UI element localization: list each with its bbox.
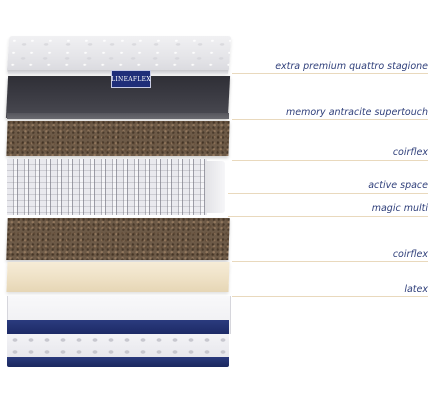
label-memory: memory antracite supertouch [285, 107, 428, 118]
label-magic-multi: magic multi [371, 203, 428, 214]
base-quilted-side [7, 334, 229, 358]
brand-logo-text: LINEAFLEX [111, 75, 151, 83]
base-blue-band-top [7, 320, 229, 334]
cover-layer [6, 36, 232, 73]
leader-line-memory [232, 119, 428, 120]
label-coirflex-top: coirflex [392, 147, 428, 158]
label-active-space: active space [368, 180, 428, 191]
label-latex: latex [404, 284, 428, 295]
spring-core-side [205, 161, 225, 213]
leader-line-coirflex-bottom [232, 261, 428, 262]
latex-layer [6, 262, 230, 292]
label-coirflex-bottom: coirflex [392, 249, 428, 260]
base-blue-band-bottom [7, 357, 229, 367]
leader-line-magic-multi [228, 216, 428, 217]
label-cover: extra premium quattro stagione [275, 61, 428, 72]
leader-line-active-space [228, 193, 428, 194]
leader-line-coirflex-top [232, 160, 428, 161]
coirflex-top-layer [6, 121, 230, 156]
spring-core-layer [7, 159, 207, 215]
memory-edge [7, 113, 229, 119]
leader-line-cover [232, 73, 428, 74]
brand-logo: LINEAFLEX [111, 70, 151, 88]
leader-line-latex [232, 296, 428, 297]
coirflex-bottom-layer [6, 218, 230, 260]
